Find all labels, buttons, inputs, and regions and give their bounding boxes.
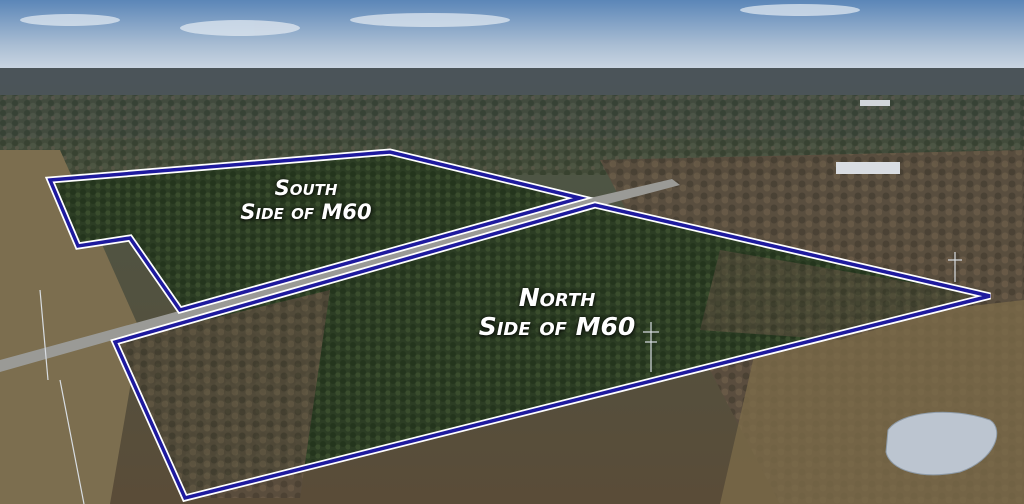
south-parcel-boundary bbox=[44, 148, 594, 315]
south-parcel-area bbox=[50, 152, 580, 310]
north-parcel-bare-trees-east bbox=[700, 250, 990, 340]
building bbox=[836, 162, 900, 174]
south-parcel-label-line1: South bbox=[274, 176, 338, 200]
south-parcel-label-line2: Side of M60 bbox=[240, 200, 372, 225]
north-parcel-boundary bbox=[110, 201, 991, 503]
north-parcel-label: North Side of M60 bbox=[462, 283, 652, 342]
building bbox=[860, 100, 890, 106]
north-parcel-label-line2: Side of M60 bbox=[478, 311, 636, 341]
north-parcel-bare-trees bbox=[115, 290, 330, 498]
north-parcel-label-line1: North bbox=[518, 283, 596, 312]
power-line bbox=[39, 252, 962, 504]
sky bbox=[0, 0, 1024, 75]
pond bbox=[885, 411, 998, 476]
field-left bbox=[0, 150, 140, 504]
south-parcel-label: South Side of M60 bbox=[226, 176, 386, 224]
clouds bbox=[20, 4, 860, 36]
